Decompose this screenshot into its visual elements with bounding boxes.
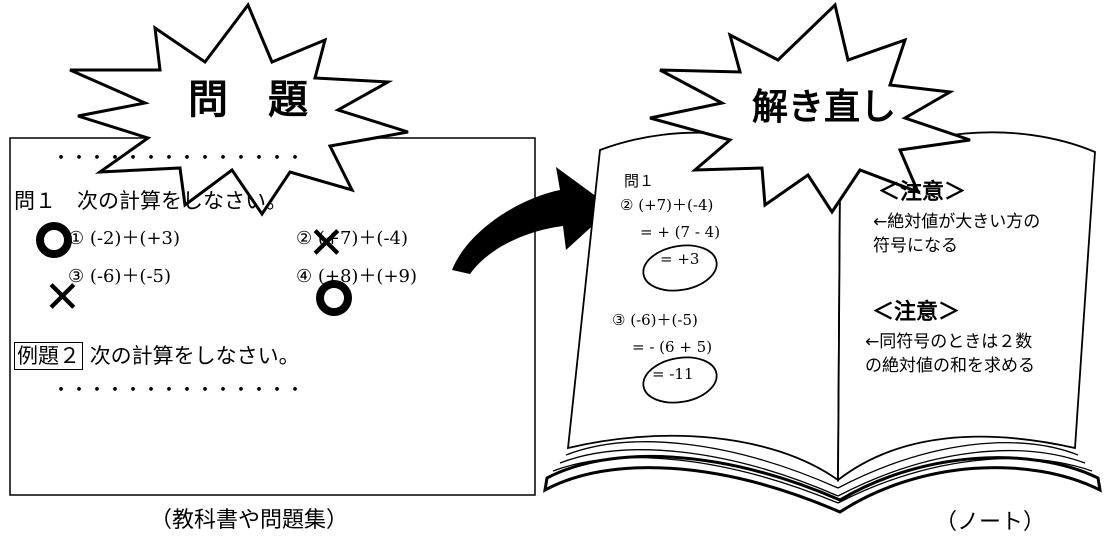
example-row: 例題２ 次の計算をしなさい。: [14, 342, 300, 370]
notebook-caption: （ノート）: [935, 510, 1046, 535]
notebook-burst: [649, 2, 971, 215]
q2-answer: = +3: [660, 250, 700, 268]
problem-item-4: ④ (+8)＋(+9): [296, 266, 418, 287]
note2-text: ←同符号のときは２数の絶対値の和を求める: [865, 332, 1035, 376]
q3-line1: ③ (-6)＋(-5): [612, 311, 698, 329]
wrong-mark-2: ✕: [308, 218, 345, 269]
note2-heading: ＜注意＞: [872, 300, 961, 325]
answer-circle-q3: [642, 356, 718, 404]
transition-arrow: [452, 167, 612, 274]
problem-burst-label: 問 題: [188, 77, 308, 123]
example-text: 次の計算をしなさい。: [89, 344, 300, 368]
answer-circle-q2: [642, 244, 718, 292]
correct-mark-1: [36, 222, 72, 258]
notebook-burst-label: 解き直し: [752, 87, 897, 128]
problem-item-3: ③ (-6)＋(-5): [68, 266, 172, 287]
notebook-cover: [543, 454, 1102, 514]
left-page-title: 問１: [624, 172, 655, 190]
problem-burst: [69, 2, 409, 217]
question-heading: 問１ 次の計算をしなさい。: [14, 189, 287, 213]
note1-text: ←絶対値が大きい方の符号になる: [873, 212, 1041, 256]
example-label: 例題２: [14, 342, 83, 370]
problem-item-1: ① (-2)＋(+3): [68, 228, 181, 249]
problem-item-2: ② (+7)＋(-4): [296, 228, 409, 249]
notebook-spine: [837, 181, 841, 481]
dots-bottom: ・・・・・・・・・・・・・・: [52, 380, 304, 401]
dots-top: ・・・・・・・・・・・・・・: [52, 148, 304, 169]
note1-heading: ＜注意＞: [878, 180, 967, 205]
q2-line1: ② (+7)＋(-4): [620, 196, 714, 214]
q3-answer: = -11: [652, 365, 694, 383]
q2-line2: = + (7 - 4): [640, 223, 721, 241]
wrong-mark-3: ✕: [44, 272, 81, 323]
page-edges-right: [837, 441, 1093, 504]
problem-caption: （教科書や問題集）: [150, 508, 349, 533]
correct-mark-4: [316, 280, 352, 316]
q3-line2: = - (6 + 5): [632, 338, 713, 356]
notebook-left-page: [566, 131, 841, 482]
page-edges-left: [552, 441, 839, 504]
